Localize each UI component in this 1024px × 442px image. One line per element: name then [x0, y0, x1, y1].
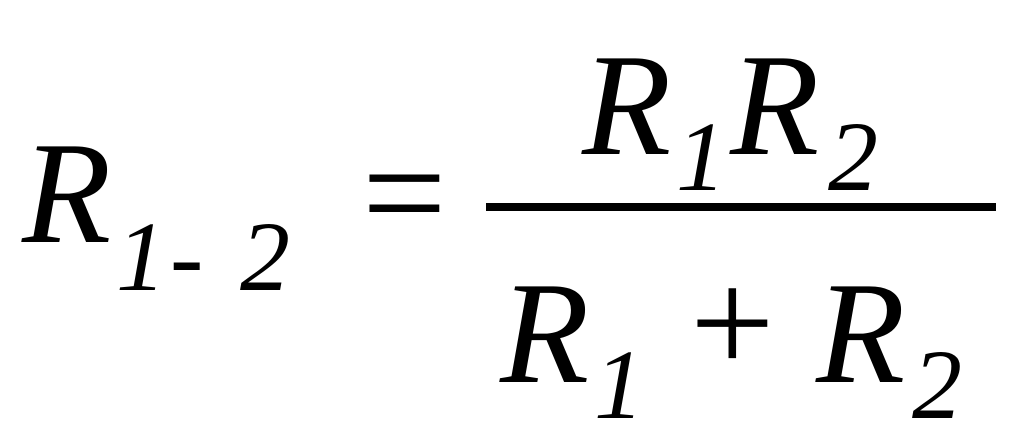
lhs-subscript-2: 2 — [240, 201, 290, 312]
denominator-r1-subscript: 1 — [594, 329, 644, 440]
numerator-r1-subscript: 1 — [676, 101, 726, 212]
lhs-subscript-dash: - — [170, 201, 204, 312]
fraction-bar — [486, 203, 996, 211]
lhs-subscript-1: 1 — [116, 201, 166, 312]
equals-sign: = — [362, 110, 447, 276]
denominator-r2-symbol: R — [816, 252, 906, 414]
lhs-resistance-symbol: R — [22, 112, 112, 274]
numerator-r2-symbol: R — [730, 24, 820, 186]
plus-sign: + — [690, 240, 775, 406]
denominator-r1-symbol: R — [500, 252, 590, 414]
numerator-r2-subscript: 2 — [828, 101, 878, 212]
denominator-r2-subscript: 2 — [912, 329, 962, 440]
numerator-r1-symbol: R — [582, 24, 672, 186]
